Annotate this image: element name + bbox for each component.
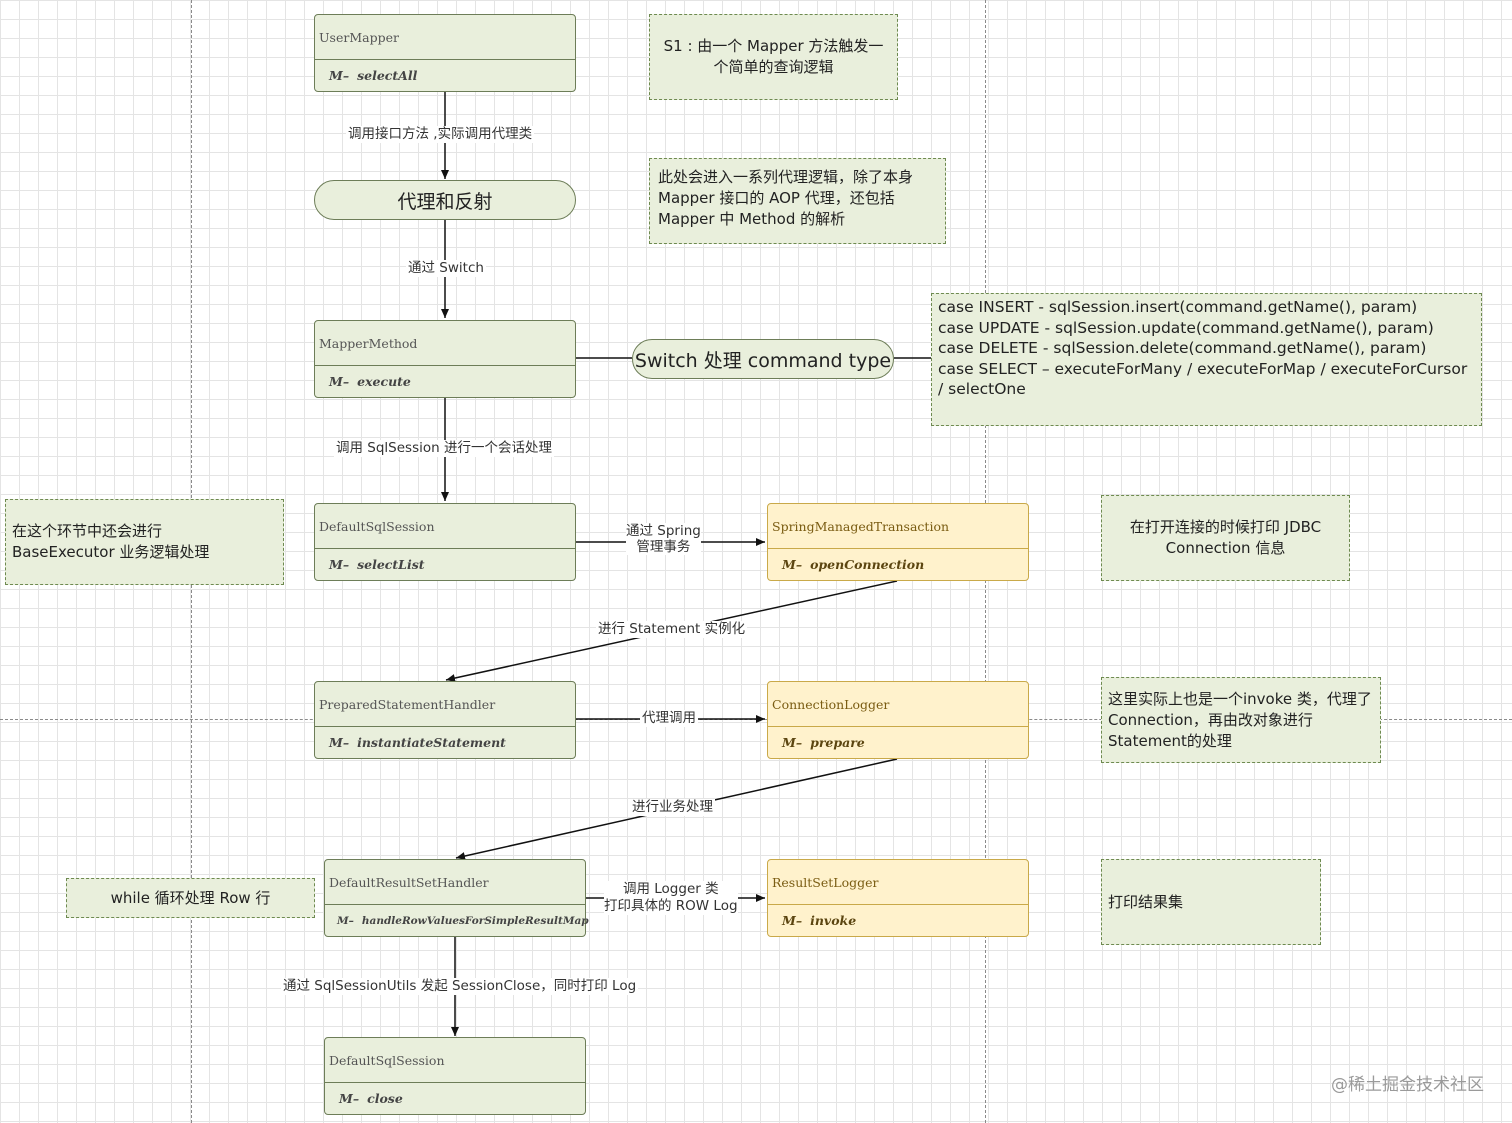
note-switch-cases: case INSERT - sqlSession.insert(command.… — [931, 293, 1482, 426]
method-icon: M– — [782, 557, 803, 572]
note-print-result: 打印结果集 — [1101, 859, 1321, 945]
method-name: selectList — [357, 557, 425, 572]
method-icon: M– — [329, 374, 350, 389]
class-defaultsqlsession-close[interactable]: DefaultSqlSession M– close — [324, 1037, 586, 1115]
class-preparedstatementhandler[interactable]: PreparedStatementHandler M– instantiateSt… — [314, 681, 576, 759]
method-icon: M– — [329, 68, 350, 83]
watermark: @稀土掘金技术社区 — [1331, 1075, 1484, 1095]
case-select: case SELECT – executeForMany / executeFo… — [938, 359, 1468, 399]
class-connectionlogger[interactable]: ConnectionLogger M– prepare — [767, 681, 1029, 759]
method-name: prepare — [810, 735, 865, 750]
class-name: MapperMethod — [315, 321, 575, 366]
class-usermapper[interactable]: UserMapper M– selectAll — [314, 14, 576, 92]
method-name: instantiateStatement — [357, 735, 506, 750]
edge-label-session-close: 通过 SqlSessionUtils 发起 SessionClose，同时打印 … — [281, 978, 639, 995]
class-name: DefaultResultSetHandler — [325, 860, 585, 905]
class-name: SpringManagedTransaction — [768, 504, 1028, 549]
switch-command-node[interactable]: Switch 处理 command type — [632, 339, 894, 379]
class-mappermethod[interactable]: MapperMethod M– execute — [314, 320, 576, 398]
method-icon: M– — [329, 557, 350, 572]
note-base-executor: 在这个环节中还会进行 BaseExecutor 业务逻辑处理 — [5, 499, 284, 585]
proxy-reflection-node[interactable]: 代理和反射 — [314, 180, 576, 220]
note-proxy-logic: 此处会进入一系列代理逻辑，除了本身 Mapper 接口的 AOP 代理，还包括 … — [649, 158, 946, 244]
method-icon: M– — [782, 735, 803, 750]
note-while-row: while 循环处理 Row 行 — [66, 878, 315, 918]
class-name: DefaultSqlSession — [325, 1038, 585, 1083]
edge-label-spring-tx: 通过 Spring 管理事务 — [626, 523, 701, 555]
note-jdbc-connection: 在打开连接的时候打印 JDBC Connection 信息 — [1101, 495, 1350, 581]
proxy-reflection-label: 代理和反射 — [397, 190, 493, 213]
edge-label-call-interface: 调用接口方法 ,实际调用代理类 — [346, 126, 535, 143]
class-name: UserMapper — [315, 15, 575, 60]
method-icon: M– — [329, 735, 350, 750]
edge-label-proxy-call: 代理调用 — [640, 710, 698, 727]
method-icon: M– — [337, 914, 354, 927]
case-update: case UPDATE - sqlSession.update(command.… — [938, 318, 1434, 337]
edge-label-sqlsession-call: 调用 SqlSession 进行一个会话处理 — [334, 440, 554, 457]
method-name: selectAll — [357, 68, 418, 83]
class-name: ResultSetLogger — [768, 860, 1028, 905]
edge-label-logger: 调用 Logger 类 打印具体的 ROW Log — [604, 881, 738, 915]
method-icon: M– — [339, 1091, 360, 1106]
class-name: PreparedStatementHandler — [315, 682, 575, 727]
switch-command-label: Switch 处理 command type — [634, 349, 892, 372]
method-name: close — [367, 1091, 403, 1106]
method-name: openConnection — [810, 557, 925, 572]
class-defaultresultsethandler[interactable]: DefaultResultSetHandler M– handleRowValue… — [324, 859, 589, 937]
note-invoke-class: 这里实际上也是一个invoke 类，代理了 Connection，再由改对象进行… — [1101, 677, 1381, 763]
method-icon: M– — [782, 913, 803, 928]
edge-label-statement-inst: 进行 Statement 实例化 — [596, 621, 748, 638]
class-springmanagedtransaction[interactable]: SpringManagedTransaction M– openConnectio… — [767, 503, 1029, 581]
method-name: handleRowValuesForSimpleResultMap — [361, 914, 589, 927]
note-s1: S1 : 由一个 Mapper 方法触发一个简单的查询逻辑 — [649, 14, 898, 100]
case-insert: case INSERT - sqlSession.insert(command.… — [938, 298, 1418, 316]
edge-label-business: 进行业务处理 — [630, 799, 715, 816]
class-name: DefaultSqlSession — [315, 504, 575, 549]
edge-label-via-switch: 通过 Switch — [406, 260, 486, 277]
class-defaultsqlsession-selectlist[interactable]: DefaultSqlSession M– selectList — [314, 503, 576, 581]
method-name: execute — [357, 374, 411, 389]
case-delete: case DELETE - sqlSession.delete(command.… — [938, 339, 1427, 357]
method-name: invoke — [810, 913, 857, 928]
class-resultsetlogger[interactable]: ResultSetLogger M– invoke — [767, 859, 1029, 937]
class-name: ConnectionLogger — [768, 682, 1028, 727]
